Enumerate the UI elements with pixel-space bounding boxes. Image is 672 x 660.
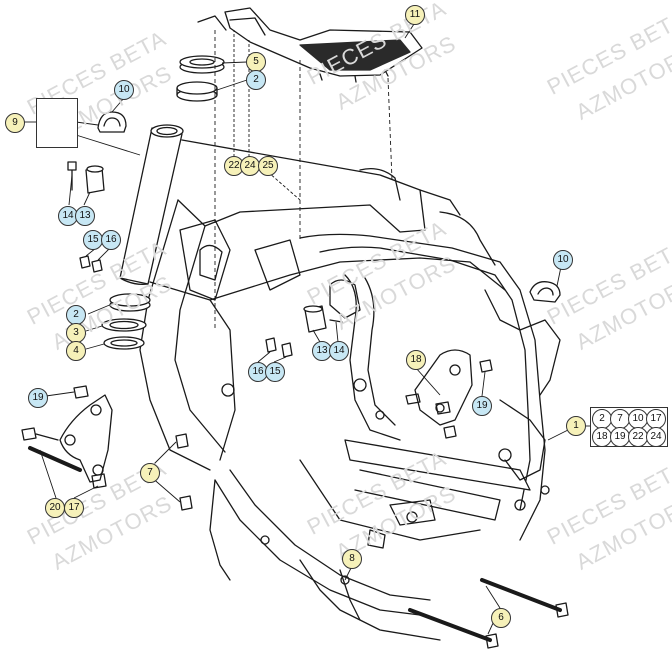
bolts-right-bracket [405, 359, 493, 439]
callout-7[interactable]: 7 [140, 463, 160, 483]
nuts-center [265, 337, 293, 358]
left-engine-bracket [21, 385, 113, 489]
nuts-7 [175, 433, 193, 511]
callout-6[interactable]: 6 [491, 608, 511, 628]
callout-15[interactable]: 15 [265, 362, 285, 382]
callout-15[interactable]: 15 [83, 230, 103, 250]
callout-10[interactable]: 10 [553, 250, 573, 270]
callout-19[interactable]: 19 [472, 396, 492, 416]
callout-16[interactable]: 16 [101, 230, 121, 250]
steering-head-tube [119, 124, 184, 286]
callout-3[interactable]: 3 [66, 323, 86, 343]
ref-callout-24[interactable]: 24 [646, 427, 666, 447]
callout-18[interactable]: 18 [406, 350, 426, 370]
callout-4[interactable]: 4 [66, 341, 86, 361]
callout-1[interactable]: 1 [566, 416, 586, 436]
ref-callout-22[interactable]: 22 [628, 427, 648, 447]
callout-20[interactable]: 20 [45, 498, 65, 518]
callout-17[interactable]: 17 [64, 498, 84, 518]
callout-11[interactable]: 11 [405, 5, 425, 25]
part-1-reference-box: 2 7 10 17 18 19 22 24 [590, 407, 668, 447]
long-bolts [408, 578, 569, 649]
callout-14[interactable]: 14 [329, 341, 349, 361]
ref-callout-17[interactable]: 17 [646, 409, 666, 429]
callout-24[interactable]: 24 [240, 156, 260, 176]
cable-clamp-right [529, 281, 561, 303]
callout-9[interactable]: 9 [5, 113, 25, 133]
ref-callout-18[interactable]: 18 [592, 427, 612, 447]
ref-callout-19[interactable]: 19 [610, 427, 630, 447]
callout-5[interactable]: 5 [246, 52, 266, 72]
ref-callout-10[interactable]: 10 [628, 409, 648, 429]
leader-lines [23, 23, 590, 635]
ref-callout-2[interactable]: 2 [592, 409, 612, 429]
ref-callout-7[interactable]: 7 [610, 409, 630, 429]
callout-8[interactable]: 8 [342, 549, 362, 569]
bushing-left [67, 161, 105, 194]
nuts-left [79, 255, 103, 273]
lower-bearing-stack [101, 293, 151, 350]
frame-main-structure [139, 139, 561, 641]
seat-support-bracket [197, 7, 423, 83]
callout-10[interactable]: 10 [114, 80, 134, 100]
bushing-center [303, 305, 343, 333]
callout-2[interactable]: 2 [246, 70, 266, 90]
callout-2[interactable]: 2 [66, 305, 86, 325]
steering-bearings [176, 55, 225, 102]
cable-clamp-top [97, 111, 127, 133]
callout-13[interactable]: 13 [75, 206, 95, 226]
callout-19[interactable]: 19 [28, 388, 48, 408]
kit-9-box [36, 98, 78, 148]
callout-25[interactable]: 25 [258, 156, 278, 176]
